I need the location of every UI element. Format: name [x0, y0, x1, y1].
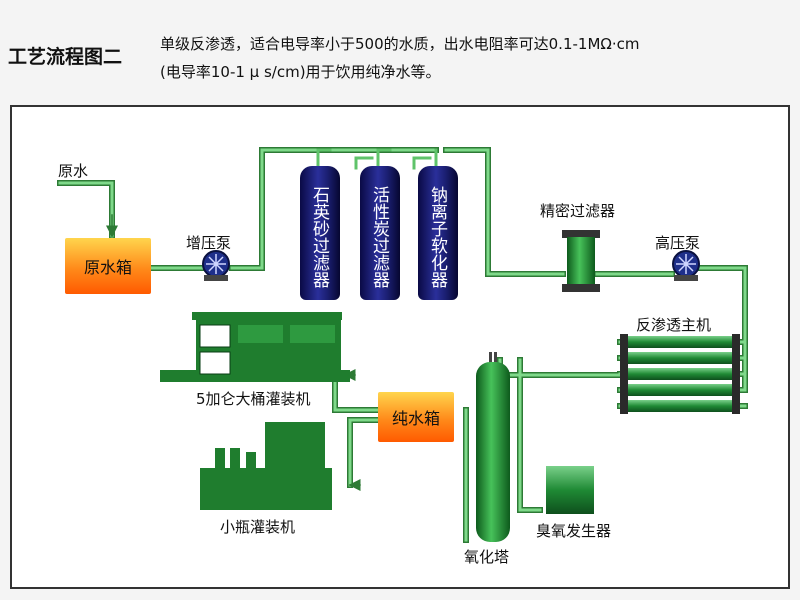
pure-water-tank-label: 纯水箱	[391, 409, 440, 428]
raw-water-tank-label: 原水箱	[83, 258, 132, 277]
page-title: 工艺流程图二	[8, 46, 123, 68]
carbon-filter-column	[360, 166, 400, 300]
softener-label: 钠离子软化器	[427, 186, 447, 288]
bottle-filler-shape	[200, 422, 332, 510]
barrel-filler-shape	[160, 312, 350, 382]
ozone-tower-shape	[476, 352, 510, 542]
bottle-filler-label: 小瓶灌装机	[220, 518, 296, 536]
ro-unit-label: 反渗透主机	[636, 316, 712, 334]
barrel-filler-label: 5加仑大桶灌装机	[196, 390, 311, 408]
ozone-generator-label: 臭氧发生器	[536, 522, 612, 540]
column-loops	[316, 148, 438, 170]
high-pressure-pump-shape	[672, 250, 700, 281]
sand-filter-label: 石英砂过滤器	[309, 186, 329, 288]
ozone-tower-label: 氧化塔	[464, 548, 510, 566]
carbon-filter-label: 活性炭过滤器	[369, 186, 389, 288]
raw-water-label: 原水	[58, 162, 89, 180]
precision-filter-shape	[562, 230, 600, 292]
description-line-1: 单级反渗透，适合电导率小于500的水质，出水电阻率可达0.1-1MΩ·cm	[160, 35, 640, 53]
ozone-generator-shape	[546, 466, 594, 514]
description: 单级反渗透，适合电导率小于500的水质，出水电阻率可达0.1-1MΩ·cm (电…	[160, 30, 639, 86]
description-line-2: (电导率10-1 μ s/cm)用于饮用纯净水等。	[160, 63, 441, 81]
ro-membranes	[620, 334, 740, 414]
booster-pump-label: 增压泵	[186, 234, 232, 252]
precision-filter-label: 精密过滤器	[540, 202, 616, 220]
high-pump-label: 高压泵	[655, 234, 701, 252]
softener-column	[418, 166, 458, 300]
sand-filter-column	[300, 166, 340, 300]
raw-water-tank: 原水箱	[65, 238, 151, 294]
booster-pump-shape	[202, 250, 230, 281]
pure-water-tank: 纯水箱	[378, 392, 454, 442]
